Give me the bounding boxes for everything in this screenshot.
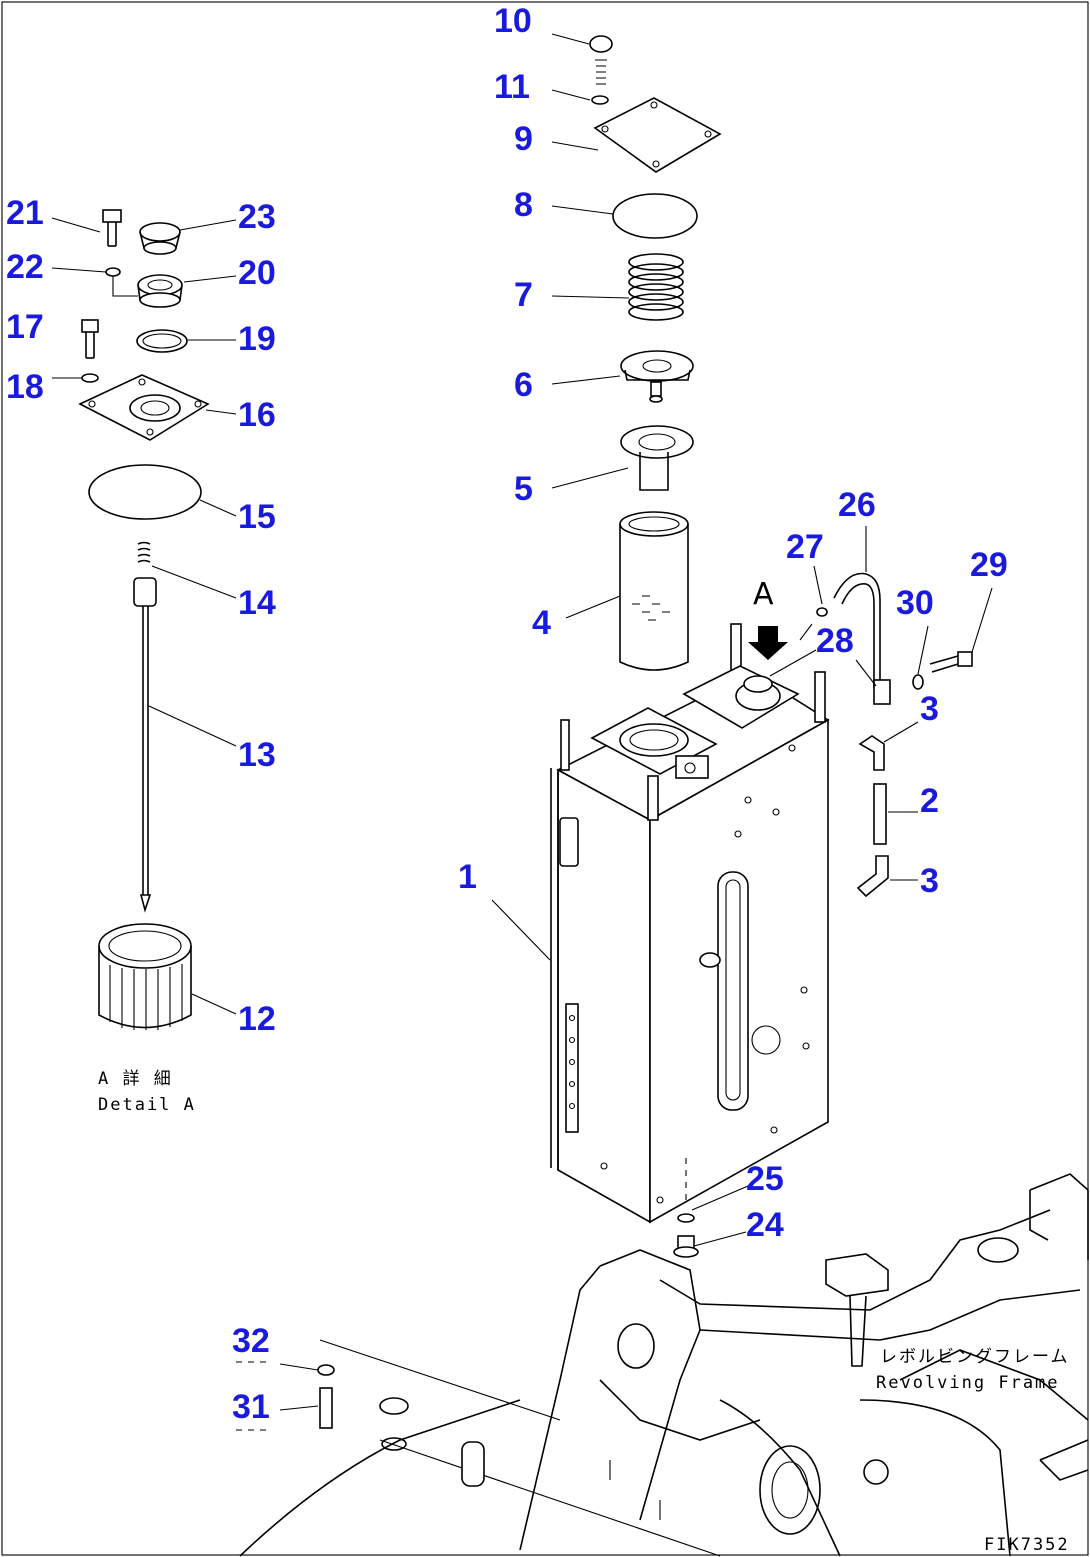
- part-2-pipe: [873, 783, 887, 845]
- part-30-washer: [912, 674, 924, 690]
- callout-17: 17: [6, 308, 44, 346]
- callout-6: 6: [514, 366, 533, 404]
- callout-2: 2: [920, 782, 939, 820]
- view-arrow-a: [748, 626, 788, 660]
- part-1-hydraulic-tank: [550, 623, 830, 1224]
- callout-23: 23: [238, 198, 276, 236]
- part-31-stud: [319, 1387, 333, 1429]
- callout-20: 20: [238, 254, 276, 292]
- part-5-case: [620, 425, 694, 491]
- part-23-cap: [139, 222, 181, 255]
- part-21-bolt: [102, 209, 122, 247]
- part-3-elbow-lower: [856, 855, 889, 898]
- callout-30: 30: [896, 584, 934, 622]
- part-11-washer: [591, 95, 609, 105]
- part-18-washer: [81, 373, 99, 383]
- part-13-rod: [133, 577, 157, 913]
- part-6-valve: [620, 350, 694, 403]
- part-28-clip: [799, 623, 813, 641]
- callout-21: 21: [6, 194, 44, 232]
- part-8-o-ring: [612, 193, 698, 239]
- callout-29: 29: [970, 546, 1008, 584]
- part-14-spring: [137, 541, 151, 563]
- callout-5: 5: [514, 470, 533, 508]
- callout-24: 24: [746, 1206, 784, 1244]
- part-12-filter-element: [98, 923, 192, 1030]
- callout-7: 7: [514, 276, 533, 314]
- part-32-washer: [317, 1364, 335, 1376]
- callout-26: 26: [838, 486, 876, 524]
- view-marker-label: A: [753, 577, 774, 612]
- callout-13: 13: [238, 736, 276, 774]
- callout-32: 32: [232, 1322, 270, 1360]
- callout-22: 22: [6, 248, 44, 286]
- callout-12: 12: [238, 1000, 276, 1038]
- callout-28: 28: [816, 622, 854, 660]
- part-4-filter-element: [619, 511, 689, 671]
- part-10-bolt-head: [589, 35, 613, 85]
- part-26-pipe: [833, 572, 891, 705]
- bottom-leader-lines: [236, 1361, 319, 1431]
- detail-label-en: Detail A: [98, 1095, 196, 1115]
- callout-1: 1: [458, 858, 477, 896]
- part-9-cover: [593, 97, 722, 173]
- callout-25: 25: [746, 1160, 784, 1198]
- part-25-o-ring: [677, 1158, 695, 1223]
- part-7-spring: [628, 253, 684, 321]
- callout-19: 19: [238, 320, 276, 358]
- part-17-bolt: [81, 319, 99, 359]
- part-3-elbow-upper: [858, 735, 885, 771]
- tank-leader-lines: [491, 526, 993, 1247]
- callout-3-upper: 3: [920, 690, 939, 728]
- callout-10: 10: [494, 2, 532, 40]
- drawing-code: FIK7352: [984, 1535, 1070, 1555]
- callout-11: 11: [494, 68, 530, 106]
- callout-8: 8: [514, 186, 533, 224]
- part-19-ring: [136, 329, 188, 353]
- frame-label-en: Revolving Frame: [876, 1373, 1060, 1393]
- callout-9: 9: [514, 120, 533, 158]
- callout-16: 16: [238, 396, 276, 434]
- callout-18: 18: [6, 368, 44, 406]
- top-leader-lines: [551, 33, 630, 619]
- part-15-o-ring: [88, 464, 202, 520]
- part-16-cover-plate: [78, 374, 210, 441]
- callout-numbers: 10 11 9 8 7 6 5 4 21 22 17 18 23 20 19 1…: [6, 2, 1008, 1426]
- part-29-bolt: [929, 651, 973, 673]
- frame-label-jp: レボルビングフレーム: [880, 1347, 1070, 1367]
- left-leader-lines: [51, 217, 237, 1015]
- part-20-flange: [112, 274, 183, 308]
- callout-15: 15: [238, 498, 276, 536]
- callout-27: 27: [786, 528, 824, 566]
- part-22-washer: [105, 267, 121, 277]
- detail-label-jp: A 詳 細: [98, 1069, 173, 1089]
- callout-31: 31: [232, 1388, 270, 1426]
- part-27-clamp: [816, 607, 828, 617]
- part-24-drain-plug: [673, 1235, 699, 1258]
- revolving-frame: [239, 1173, 1089, 1557]
- callout-4: 4: [532, 604, 551, 642]
- callout-3-lower: 3: [920, 862, 939, 900]
- callout-14: 14: [238, 584, 276, 622]
